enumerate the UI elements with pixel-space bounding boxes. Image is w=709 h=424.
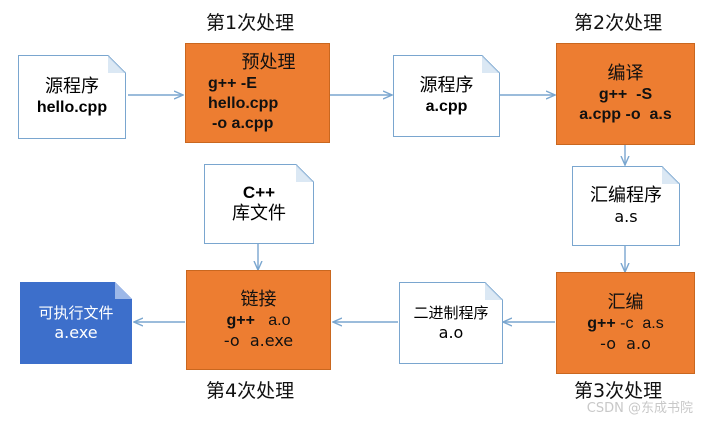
preprocess-cmd-2: hello.cpp (208, 95, 279, 112)
asm-program-title: 汇编程序 (590, 185, 662, 206)
preprocess-cmd-1: g++ -E (208, 75, 257, 92)
binary-doc: 二进制程序 a.o (399, 282, 503, 364)
source-hello-file: hello.cpp (36, 99, 108, 116)
asm-program-file: a.s (614, 207, 638, 226)
stage-2-label: 第2次处理 (574, 12, 663, 34)
stage-3-label: 第3次处理 (574, 380, 663, 402)
compile-box: 编译 g++ -S a.cpp -o a.s (556, 43, 695, 145)
source-hello-title: 源程序 (45, 76, 99, 97)
compile-cmd-1: g++ -S (598, 86, 653, 103)
stage-1-label: 第1次处理 (206, 12, 295, 34)
binary-title: 二进制程序 (413, 304, 489, 322)
preprocess-box: 预处理 g++ -E hello.cpp -o a.cpp (185, 43, 330, 143)
link-title: 链接 (240, 289, 277, 310)
asm-program-doc: 汇编程序 a.s (572, 166, 680, 246)
executable-title: 可执行文件 (38, 304, 114, 322)
source-a-doc: 源程序 a.cpp (393, 55, 500, 137)
library-doc: C++ 库文件 (204, 164, 314, 244)
executable-doc: 可执行文件 a.exe (20, 282, 132, 364)
library-subtitle: 库文件 (232, 203, 286, 224)
preprocess-cmd-3: -o a.cpp (212, 115, 274, 132)
compile-title: 编译 (607, 63, 644, 84)
source-a-title: 源程序 (419, 75, 474, 96)
library-title: C++ (242, 183, 276, 202)
watermark: CSDN @东成书院 (586, 401, 693, 416)
link-cmd-2: -o a.exe (223, 331, 294, 350)
assemble-box: 汇编 g++ -c a.s -o a.o (556, 272, 695, 374)
executable-file: a.exe (54, 323, 98, 342)
preprocess-title: 预处理 (241, 52, 296, 73)
assemble-cmd-1: g++ -c a.s (587, 315, 664, 332)
link-cmd-1: g++ a.o (226, 312, 291, 329)
link-box: 链接 g++ a.o -o a.exe (186, 270, 331, 370)
source-hello-doc: 源程序 hello.cpp (18, 55, 126, 139)
stage-4-label: 第4次处理 (206, 380, 295, 402)
assemble-title: 汇编 (607, 292, 644, 313)
assemble-cmd-2: -o a.o (600, 334, 651, 353)
binary-file: a.o (438, 323, 464, 342)
source-a-file: a.cpp (425, 98, 468, 115)
compile-cmd-2: a.cpp -o a.s (579, 106, 672, 123)
